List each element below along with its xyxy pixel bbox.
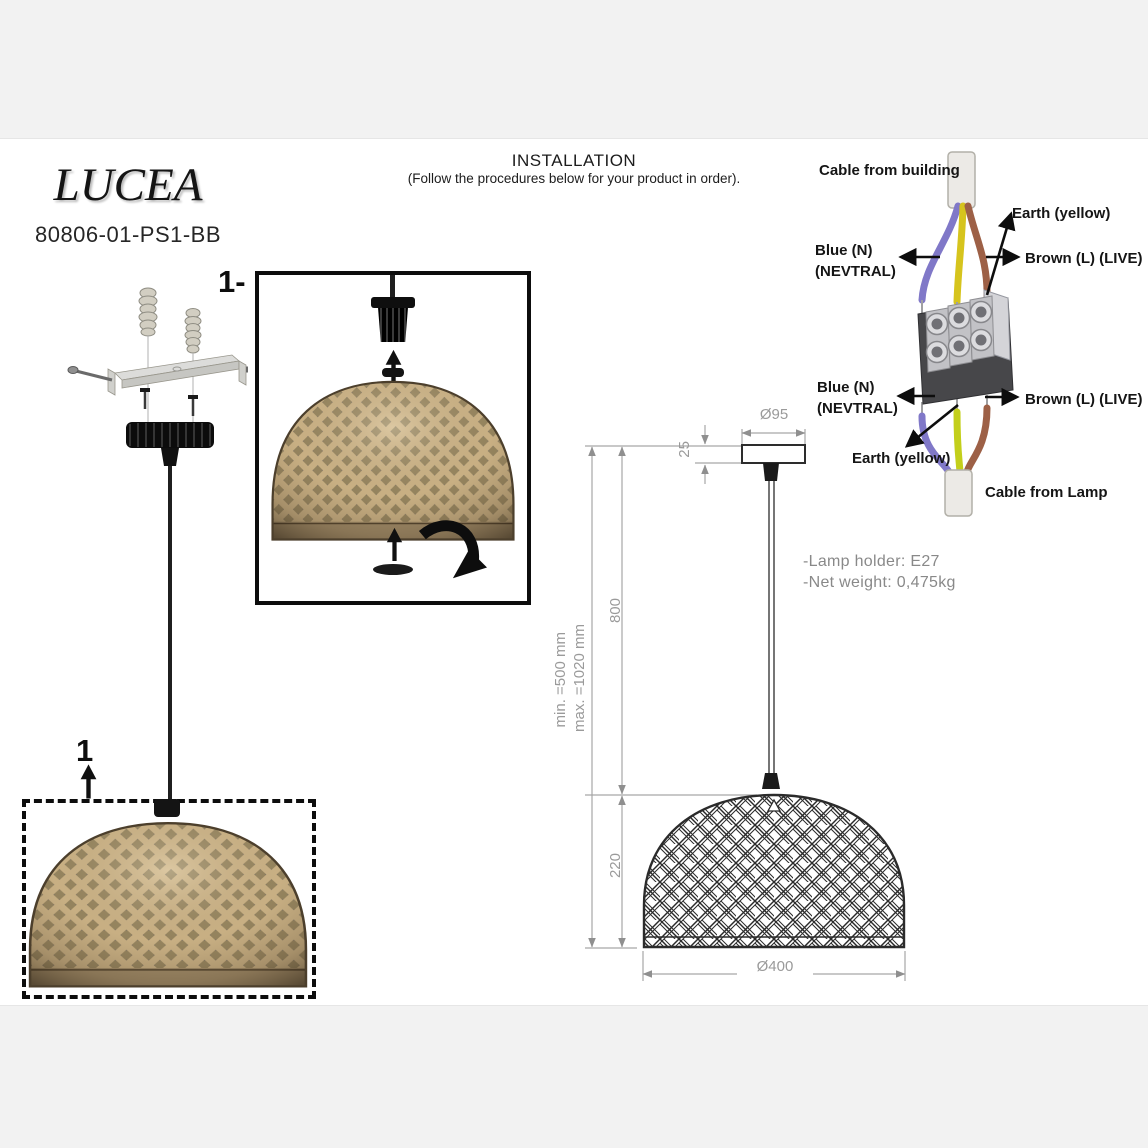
page-title: INSTALLATION (511, 151, 637, 170)
dimension-drawing (585, 425, 906, 981)
terminal-block (917, 289, 1014, 405)
shade-cord-grip (154, 799, 180, 817)
side-screw-head-icon (67, 366, 79, 374)
canopy-screw-icon (140, 388, 150, 409)
model-number: 80806-01-PS1-BB (34, 222, 222, 247)
side-screw-icon (75, 369, 113, 382)
label-blue-bottom-line1: Blue (N) (817, 379, 875, 396)
label-earth-bottom: Earth (yellow) (852, 450, 951, 467)
brand-name: LUCEA (53, 159, 203, 211)
shade-line-drawing (641, 787, 907, 950)
label-blue-bottom-line2: (NEVTRAL) (817, 400, 898, 417)
ceiling-mount-illustration (67, 287, 248, 483)
label-blue-top-line1: Blue (N) (815, 242, 873, 259)
brown-wire-bottom (963, 404, 991, 476)
arrow-up-icon (384, 527, 405, 561)
earth-bottom-arrow-icon (904, 403, 959, 448)
locking-ring-icon (373, 564, 413, 575)
canopy-screw-icon (188, 395, 198, 416)
label-cable-from-lamp: Cable from Lamp (985, 484, 1108, 501)
label-blue-top: Blue (N) (NEVTRAL) (815, 240, 896, 282)
dim-shade-diameter: Ø400 (737, 958, 813, 975)
arrow-up-icon (78, 762, 99, 800)
label-brown-top: Brown (L) (LIVE) (1025, 250, 1143, 267)
label-blue-bottom: Blue (N) (NEVTRAL) (817, 377, 898, 419)
cable-sheath-bottom (944, 469, 973, 517)
dim-max-height: max. =1020 mm (571, 624, 588, 732)
canopy-outline (741, 444, 806, 464)
page-subtitle: (Follow the procedures below for your pr… (407, 171, 741, 186)
label-cable-from-building: Cable from building (819, 162, 960, 179)
detail-step-label: 1- (218, 264, 246, 299)
ceiling-canopy (126, 422, 214, 466)
label-brown-bottom: Brown (L) (LIVE) (1025, 391, 1143, 408)
detail-box (255, 271, 531, 605)
earth-top-arrow-icon (985, 211, 1016, 296)
label-blue-top-line2: (NEVTRAL) (815, 263, 896, 280)
wall-anchor-icon (138, 287, 158, 337)
socket-cable (390, 275, 395, 300)
step-one-label: 1 (76, 733, 94, 768)
wall-anchor-icon (184, 308, 202, 354)
lamp-socket-cap (371, 297, 415, 308)
spec-lamp-holder: -Lamp holder: E27 (803, 553, 940, 570)
mounting-bracket (67, 354, 248, 396)
dim-canopy-diameter: Ø95 (759, 406, 789, 423)
lamp-socket-icon (378, 308, 408, 342)
blue-wire-bottom (918, 412, 953, 476)
rotate-arrow-icon (417, 519, 487, 589)
blue-wire-top (918, 202, 962, 304)
yellow-wire-top (953, 202, 967, 306)
dim-canopy-height: 25 (676, 441, 693, 458)
lattice-shade-photo (269, 373, 517, 543)
label-earth-top: Earth (yellow) (1012, 205, 1111, 222)
cord-grip-top (763, 463, 779, 481)
lattice-shade-photo (26, 814, 310, 990)
shade-top-cap (382, 368, 404, 377)
wiring-callout-arrows (896, 211, 1021, 448)
dim-shade-height: 220 (607, 853, 624, 879)
spec-net-weight: -Net weight: 0,475kg (803, 574, 956, 591)
dim-min-height: min. =500 mm (552, 632, 569, 728)
earth-wire-bottom (953, 408, 964, 476)
wiring-diagram (917, 151, 1014, 517)
spec-block: -Lamp holder: E27 -Net weight: 0,475kg (803, 551, 956, 593)
brown-wire-top (964, 202, 991, 302)
pendant-cable (168, 468, 172, 802)
dim-suspension: 800 (607, 598, 624, 624)
cord-grip-bottom (762, 773, 780, 789)
